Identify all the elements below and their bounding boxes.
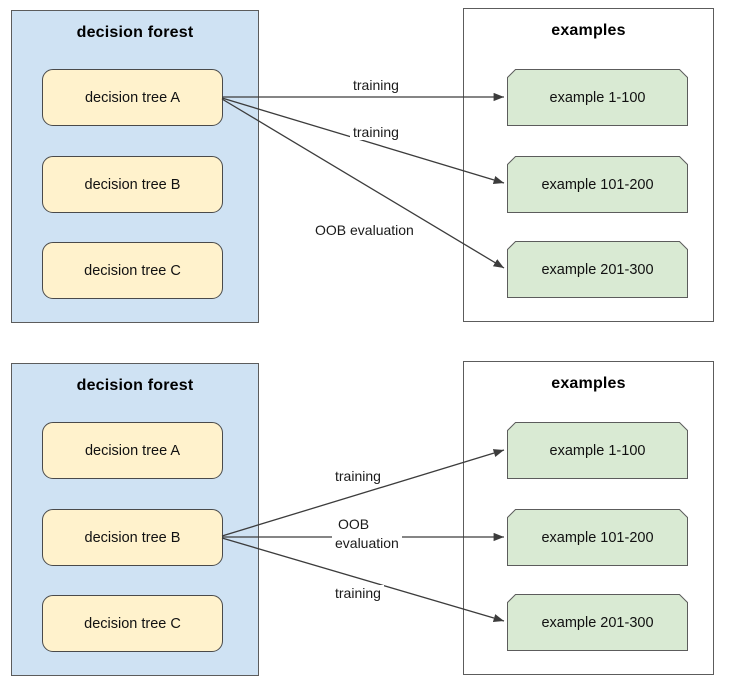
- document-shape-icon: [507, 156, 688, 213]
- decision-forest-panel-bottom: decision forest decision tree A decision…: [11, 363, 259, 676]
- example-1-100-box-bottom[interactable]: example 1-100: [507, 422, 688, 479]
- decision-tree-b-label-top: decision tree B: [84, 176, 181, 193]
- decision-tree-a-box-bottom[interactable]: decision tree A: [42, 422, 223, 479]
- examples-panel-bottom: examples example 1-100 example 101-200 e…: [463, 361, 714, 675]
- edge-label-evaluation-bottom: evaluation: [332, 535, 402, 551]
- edge-label-oob-bottom: OOB: [335, 516, 373, 532]
- document-shape-icon: [507, 241, 688, 298]
- decision-tree-c-box-top[interactable]: decision tree C: [42, 242, 223, 299]
- decision-tree-a-label-top: decision tree A: [84, 89, 181, 106]
- example-1-100-label-bottom: example 1-100: [549, 442, 646, 459]
- decision-tree-a-box-top[interactable]: decision tree A: [42, 69, 223, 126]
- diagram-top: decision forest decision tree A decision…: [0, 0, 737, 332]
- edge-label-training-2-bottom: training: [332, 585, 384, 601]
- examples-title-bottom: examples: [551, 375, 626, 392]
- decision-forest-panel-top: decision forest decision tree A decision…: [11, 10, 259, 323]
- document-shape-icon: [507, 69, 688, 126]
- example-1-100-box-top[interactable]: example 1-100: [507, 69, 688, 126]
- edge-tree-a-to-example-101-200: [221, 97, 505, 184]
- decision-tree-b-label-bottom: decision tree B: [84, 529, 181, 546]
- example-201-300-box-top[interactable]: example 201-300: [507, 241, 688, 298]
- diagram-bottom: decision forest decision tree A decision…: [0, 353, 737, 685]
- example-101-200-box-top[interactable]: example 101-200: [507, 156, 688, 213]
- decision-tree-c-label-bottom: decision tree C: [84, 615, 181, 632]
- example-201-300-label-top: example 201-300: [541, 261, 654, 278]
- example-101-200-box-bottom[interactable]: example 101-200: [507, 509, 688, 566]
- examples-panel-top: examples example 1-100 example 101-200 e…: [463, 8, 714, 322]
- example-101-200-label-bottom: example 101-200: [541, 529, 654, 546]
- examples-title-top: examples: [551, 22, 626, 39]
- example-201-300-box-bottom[interactable]: example 201-300: [507, 594, 688, 651]
- decision-forest-title-bottom: decision forest: [76, 377, 194, 394]
- edge-label-oob-evaluation-top: OOB evaluation: [312, 222, 417, 238]
- example-201-300-label-bottom: example 201-300: [541, 614, 654, 631]
- decision-forest-title-top: decision forest: [76, 24, 194, 41]
- document-shape-icon: [507, 422, 688, 479]
- decision-tree-a-label-bottom: decision tree A: [84, 442, 181, 459]
- document-shape-icon: [507, 509, 688, 566]
- decision-tree-b-box-bottom[interactable]: decision tree B: [42, 509, 223, 566]
- example-101-200-label-top: example 101-200: [541, 176, 654, 193]
- edge-label-training-2-top: training: [350, 124, 402, 140]
- document-shape-icon: [507, 594, 688, 651]
- example-1-100-label-top: example 1-100: [549, 89, 646, 106]
- edge-label-training-1-bottom: training: [332, 468, 384, 484]
- decision-tree-c-box-bottom[interactable]: decision tree C: [42, 595, 223, 652]
- edge-label-training-1-top: training: [350, 77, 402, 93]
- decision-tree-b-box-top[interactable]: decision tree B: [42, 156, 223, 213]
- decision-tree-c-label-top: decision tree C: [84, 262, 181, 279]
